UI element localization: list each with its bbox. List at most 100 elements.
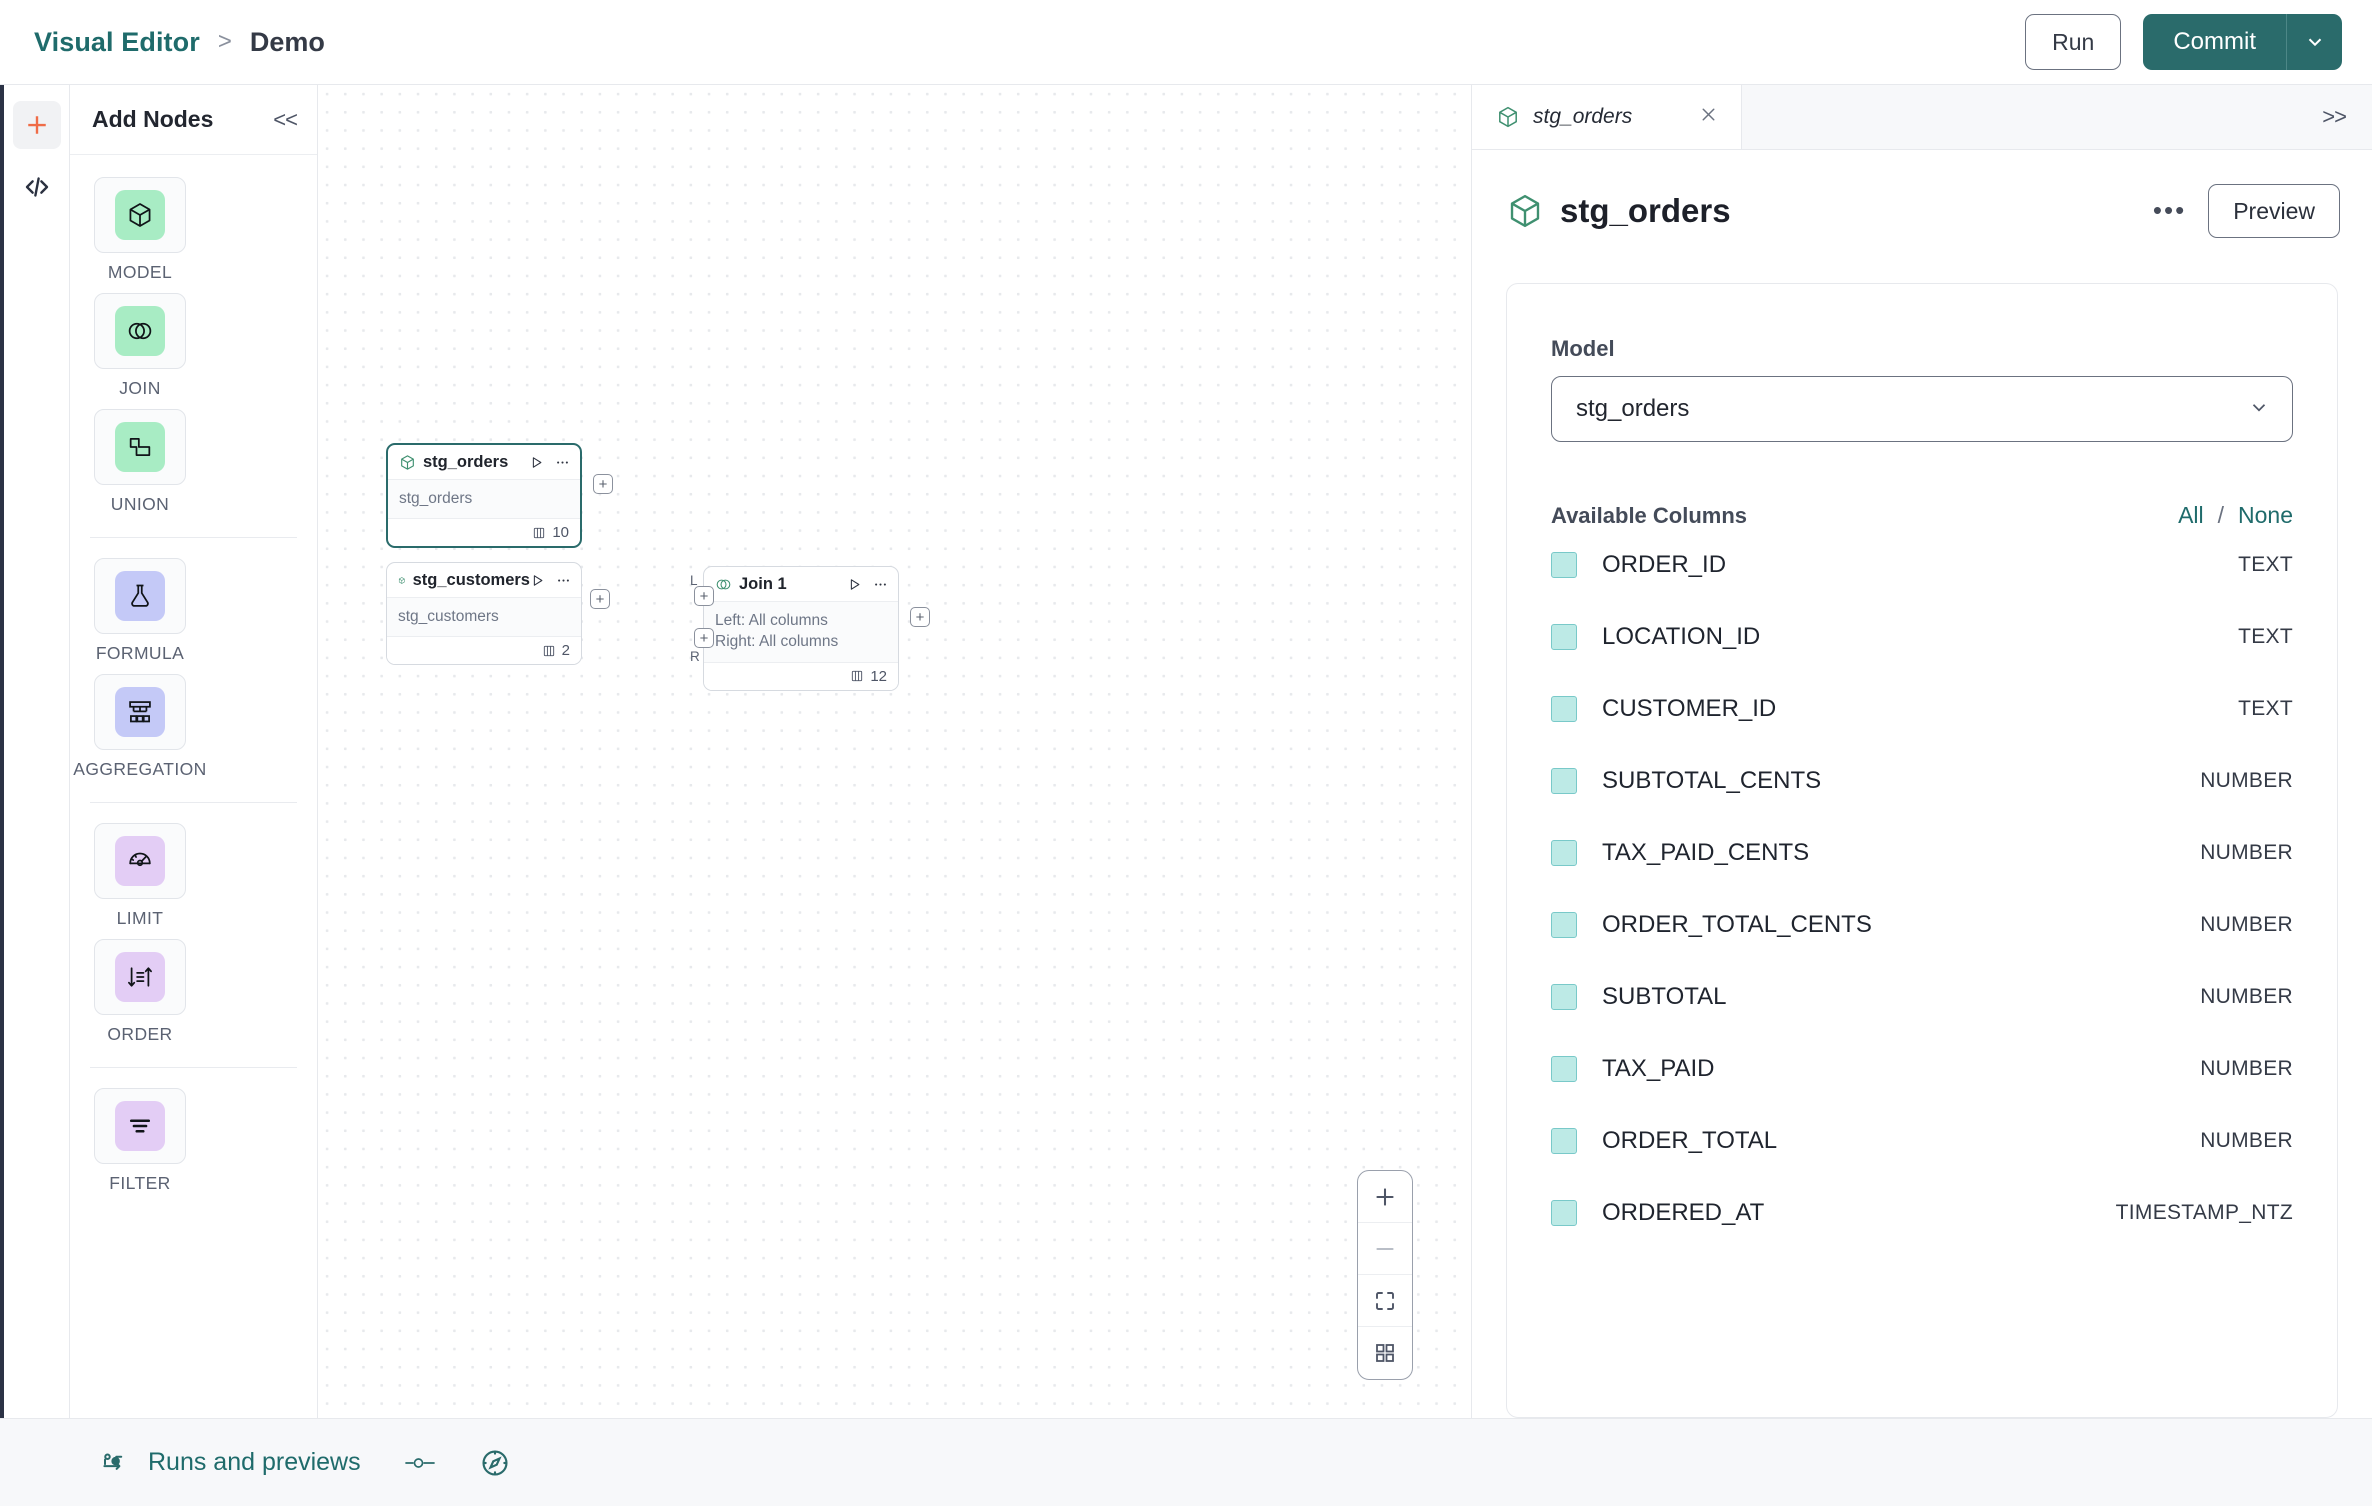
canvas-dot-grid — [318, 85, 1471, 1418]
column-type: TEXT — [2238, 553, 2293, 576]
compass-button[interactable] — [479, 1447, 511, 1479]
column-row[interactable]: CUSTOMER_ID TEXT — [1551, 673, 2293, 745]
bottom-bar: Runs and previews — [0, 1418, 2372, 1506]
run-node-icon[interactable] — [530, 573, 545, 588]
collapse-panel-button[interactable]: << — [273, 106, 298, 132]
column-checkbox[interactable] — [1551, 1056, 1577, 1082]
column-checkbox[interactable] — [1551, 624, 1577, 650]
breadcrumb-visual-editor[interactable]: Visual Editor — [34, 26, 200, 57]
column-checkbox[interactable] — [1551, 1200, 1577, 1226]
cube-icon — [1499, 106, 1517, 128]
column-checkbox[interactable] — [1551, 768, 1577, 794]
more-options-icon[interactable] — [556, 573, 571, 588]
run-node-icon[interactable] — [529, 455, 544, 470]
column-checkbox[interactable] — [1551, 840, 1577, 866]
flow-node-model-name: stg_customers — [398, 608, 499, 625]
grid-toggle-button[interactable] — [1358, 1327, 1412, 1379]
node-tile — [94, 674, 186, 750]
input-handle-left[interactable]: + — [694, 586, 714, 606]
tab-close-button[interactable] — [1684, 104, 1719, 131]
cube-icon — [401, 454, 414, 470]
tab-stg-orders[interactable]: stg_orders — [1472, 85, 1742, 149]
flow-node-stg-customers[interactable]: stg_customers stg_customers 2 + — [386, 562, 610, 666]
flow-icon — [103, 1452, 123, 1470]
select-none-link[interactable]: None — [2238, 502, 2293, 528]
node-type-label: JOIN — [119, 378, 161, 398]
slider-icon — [404, 1457, 435, 1468]
columns-icon — [534, 527, 545, 539]
node-type-formula[interactable]: FORMULA — [90, 558, 190, 664]
flow-node-header: stg_orders — [388, 445, 580, 480]
node-type-filter[interactable]: FILTER — [90, 1088, 190, 1194]
zoom-out-button[interactable] — [1358, 1223, 1412, 1275]
node-group-transforms: FORMULA AGGREGATION — [70, 558, 317, 780]
output-handle[interactable]: + — [590, 589, 610, 609]
more-options-icon[interactable] — [873, 577, 888, 592]
select-all-link[interactable]: All — [2178, 502, 2204, 528]
column-checkbox[interactable] — [1551, 696, 1577, 722]
add-nodes-header: Add Nodes << — [70, 85, 317, 155]
zoom-in-button[interactable] — [1358, 1171, 1412, 1223]
node-group-sources: MODEL JOIN — [70, 177, 317, 515]
column-row[interactable]: SUBTOTAL NUMBER — [1551, 961, 2293, 1033]
node-type-aggregation[interactable]: AGGREGATION — [73, 674, 206, 780]
column-row[interactable]: TAX_PAID_CENTS NUMBER — [1551, 817, 2293, 889]
node-type-label: FILTER — [109, 1173, 171, 1193]
column-row[interactable]: SUBTOTAL_CENTS NUMBER — [1551, 745, 2293, 817]
column-type: TEXT — [2238, 625, 2293, 648]
breadcrumb-demo[interactable]: Demo — [249, 26, 325, 57]
column-row[interactable]: ORDER_TOTAL NUMBER — [1551, 1105, 2293, 1177]
column-checkbox[interactable] — [1551, 912, 1577, 938]
flow-node-header: stg_customers — [387, 563, 581, 598]
commit-button[interactable]: Commit — [2143, 14, 2286, 70]
column-row[interactable]: TAX_PAID NUMBER — [1551, 1033, 2293, 1105]
add-node-rail-button[interactable] — [12, 101, 61, 149]
flow-node-join-1[interactable]: Join 1 Left: All columns Right: All colu… — [690, 566, 930, 691]
join-right-columns: Right: All columns — [715, 633, 839, 651]
model-select-value: stg_orders — [1576, 395, 1690, 422]
panel-more-options-button[interactable]: ••• — [2152, 195, 2187, 226]
column-row[interactable]: LOCATION_ID TEXT — [1551, 601, 2293, 673]
output-handle[interactable]: + — [593, 474, 613, 494]
available-columns-title: Available Columns — [1551, 502, 1748, 528]
node-type-order[interactable]: ORDER — [90, 939, 190, 1045]
column-checkbox[interactable] — [1551, 984, 1577, 1010]
model-select[interactable]: stg_orders — [1551, 376, 2293, 442]
flow-node-stg-orders[interactable]: stg_orders stg_orders 10 + — [386, 443, 613, 549]
more-options-icon[interactable] — [555, 455, 570, 470]
expand-panel-button[interactable]: >> — [2322, 104, 2347, 129]
column-name: TAX_PAID_CENTS — [1602, 839, 1810, 866]
column-checkbox[interactable] — [1551, 1128, 1577, 1154]
commit-dropdown-button[interactable] — [2286, 14, 2342, 70]
flow-canvas[interactable]: stg_orders stg_orders 10 + — [318, 85, 1472, 1418]
column-name: TAX_PAID — [1602, 1055, 1715, 1082]
node-type-limit[interactable]: LIMIT — [90, 823, 190, 929]
output-handle[interactable]: + — [910, 607, 930, 627]
column-name: ORDER_TOTAL — [1602, 1127, 1778, 1154]
code-view-rail-button[interactable] — [13, 163, 61, 211]
column-row[interactable]: ORDER_ID TEXT — [1551, 529, 2293, 601]
node-type-union[interactable]: UNION — [90, 409, 190, 515]
flow-node-footer: 2 — [387, 636, 581, 665]
run-button[interactable]: Run — [2025, 14, 2122, 70]
run-node-icon[interactable] — [847, 577, 862, 592]
slider-toggle-button[interactable] — [403, 1452, 437, 1474]
input-handle-left-label: L — [690, 573, 698, 588]
node-tile — [94, 293, 186, 369]
runs-and-previews-button[interactable]: Runs and previews — [100, 1448, 361, 1478]
column-row[interactable]: ORDER_TOTAL_CENTS NUMBER — [1551, 889, 2293, 961]
column-row[interactable]: ORDERED_AT TIMESTAMP_NTZ — [1551, 1177, 2293, 1249]
sort-icon — [128, 967, 152, 987]
panel-header-actions: ••• Preview — [2153, 184, 2340, 238]
input-handle-right[interactable]: + — [694, 628, 714, 648]
column-type: NUMBER — [2200, 841, 2293, 864]
preview-button[interactable]: Preview — [2208, 184, 2340, 238]
cube-icon — [129, 203, 151, 227]
divider — [90, 537, 297, 538]
node-type-join[interactable]: JOIN — [90, 293, 190, 399]
column-type: TEXT — [2238, 697, 2293, 720]
column-checkbox[interactable] — [1551, 552, 1577, 578]
column-type: NUMBER — [2200, 769, 2293, 792]
fit-view-button[interactable] — [1358, 1275, 1412, 1327]
node-type-model[interactable]: MODEL — [90, 177, 190, 283]
